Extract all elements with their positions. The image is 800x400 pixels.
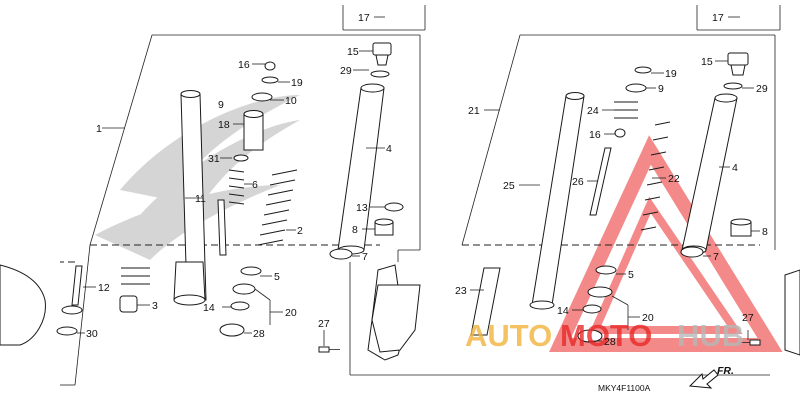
seat-9-right [625,83,647,93]
callout-label: 22 [668,173,680,185]
clip-14 [230,301,250,311]
damper-rod-11 [217,199,227,256]
callout-label: 16 [238,59,250,71]
callout-label: 20 [642,312,654,324]
inner-tube-25 [529,92,585,310]
callout-label: 11 [195,193,206,205]
watermark-moto: MOTO [560,318,652,353]
callout-label: 29 [756,83,768,95]
axle-bolt-27-right [740,339,761,346]
back-up-ring-5-right [595,265,617,275]
callout-label: 25 [503,180,515,192]
bushing-7 [329,248,353,260]
callout-label: 13 [356,202,368,214]
callout-label: 16 [589,129,601,141]
callout-label: 15 [701,56,713,68]
o-ring-29-right [723,82,743,90]
callout-label: 7 [713,251,719,263]
callout-label: 1 [96,123,102,135]
o-ring-29 [370,70,390,78]
spring-6 [228,169,245,205]
right-assembly [349,5,800,389]
fork-spring-2 [257,169,298,246]
callout-label: 23 [455,285,467,297]
watermark-text: AUTO MOTO HUB [465,318,744,353]
callout-label: 29 [340,65,352,77]
callout-label: 4 [386,143,392,155]
dust-seal-28 [219,323,245,337]
callout-label: 27 [742,312,754,324]
callout-label: 19 [665,68,677,80]
callout-label: 27 [318,318,330,330]
spring-lower-3-group [119,267,150,313]
front-arrow-label: FR. [717,365,734,377]
bottom-case-right [371,269,800,356]
cap-bolt-15-right [727,52,749,76]
callout-label: 28 [253,328,265,340]
bushing-8 [374,218,394,236]
nut-16-right [614,128,626,138]
watermark-auto: AUTO [465,318,552,353]
slider-bottom [173,261,206,306]
callout-label: 17 [712,12,724,24]
nut-16 [264,61,276,71]
callout-label: 7 [362,251,368,263]
diagram-code: MKY4F1100A [598,383,651,393]
callout-label: 24 [587,105,599,117]
callout-label: 31 [208,153,220,165]
callout-label: 21 [468,105,480,117]
callout-label: 6 [252,179,258,191]
callout-label: 9 [218,99,224,111]
watermark-triangle [549,135,783,352]
callout-label: 2 [297,225,303,237]
oil-seal-20a [232,283,256,295]
left-callout-labels: 17 15 16 29 19 9 10 18 1 31 4 6 11 2 13 … [86,12,392,340]
bolt-12 [61,265,83,315]
spring-24 [614,101,638,119]
callout-label: 5 [274,271,280,283]
callout-label: 12 [98,282,110,294]
callout-label: 5 [628,269,634,281]
clip-14-right [582,304,602,314]
callout-label: 8 [762,226,768,238]
callout-label: 18 [218,119,230,131]
damper-rod-26 [589,147,612,216]
spring-22 [640,121,671,231]
callout-label: 19 [291,77,303,89]
callout-label: 28 [604,336,616,348]
callout-label: 26 [572,176,584,188]
callout-label: 20 [285,307,297,319]
cap-bolt-15 [372,42,392,66]
callout-label: 9 [658,83,664,95]
callout-label: 3 [152,300,158,312]
outer-tube-4-right [681,93,738,255]
callout-label: 30 [86,328,98,340]
dust-seal-28-right [577,329,603,343]
spacer-18 [243,110,264,151]
callout-label: 15 [347,46,359,58]
watermark-hub: HUB [677,318,744,353]
back-up-ring-5 [240,266,262,276]
circlip-19-right [634,66,652,74]
circlip-19 [261,76,279,84]
callout-label: 14 [557,305,569,317]
inner-tube-1 [180,90,207,301]
seat-10 [251,92,273,102]
bushing-8-right [730,218,752,237]
washer-30 [56,326,78,336]
callout-label: 4 [732,162,738,174]
right-callout-labels: 17 15 19 9 29 21 24 16 4 25 26 22 8 7 5 … [455,12,768,348]
callout-label: 8 [352,224,358,236]
axle-bolt-27-left [318,346,340,353]
oil-seal-20-right [587,286,613,298]
callout-label: 14 [203,302,215,314]
callout-label: 10 [285,95,297,107]
washer-31 [233,154,249,162]
callout-label: 17 [358,12,370,24]
rod-23 [470,267,501,336]
front-arrow-icon [688,369,719,389]
bushing-7-right [680,246,704,258]
collar-13 [384,202,404,212]
